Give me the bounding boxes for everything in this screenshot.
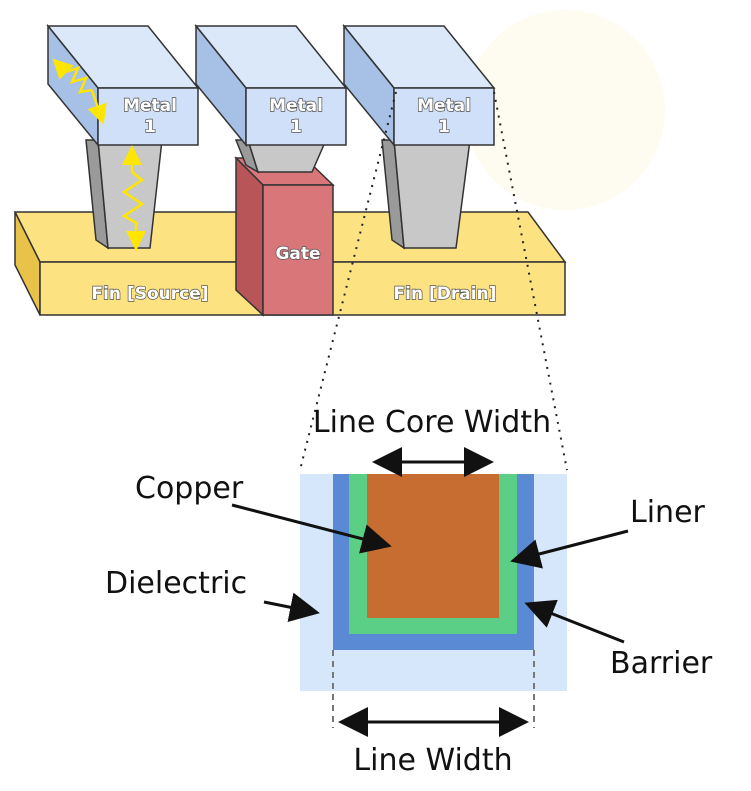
metal1-right: Metal 1	[342, 23, 496, 148]
watermark	[465, 10, 665, 210]
copper-core	[367, 474, 499, 618]
copper-label: Copper	[135, 471, 244, 506]
metal-label-line1: Metal	[123, 96, 177, 116]
line-width-guides	[332, 650, 535, 728]
liner-pointer	[510, 529, 629, 569]
fin-drain-label: Fin [Drain]	[394, 284, 497, 304]
metal-label-line2: 1	[438, 117, 450, 137]
metal1-middle: Metal 1	[194, 23, 348, 148]
dielectric-label: Dielectric	[105, 566, 247, 601]
copper-pointer	[231, 503, 392, 554]
line-core-width-label: Line Core Width	[313, 405, 551, 440]
via-left	[85, 139, 163, 250]
liner-label: Liner	[630, 495, 706, 530]
zigzag-resistor-icon	[52, 58, 107, 125]
metal1-left: Metal 1	[46, 23, 200, 148]
zigzag-resistor-icon	[121, 145, 146, 251]
gate: Gate	[234, 156, 335, 317]
gate-side-face	[235, 156, 264, 317]
zoom-guide-lines	[299, 91, 568, 471]
cross-section	[300, 474, 567, 728]
metal-label-line2: 1	[144, 117, 156, 137]
gate-front-face	[262, 184, 334, 316]
dielectric-pointer	[263, 592, 320, 623]
line-width-label: Line Width	[353, 743, 512, 778]
metal-label-line1: Metal	[269, 96, 323, 116]
via-right	[381, 139, 471, 250]
barrier-pointer	[524, 599, 625, 644]
metal-label-line1: Metal	[417, 96, 471, 116]
metal-label-line2: 1	[290, 117, 302, 137]
fin-source-label: Fin [Source]	[91, 284, 208, 304]
gate-label: Gate	[275, 244, 320, 264]
callout-arrows	[231, 503, 629, 644]
barrier-label: Barrier	[610, 646, 713, 681]
